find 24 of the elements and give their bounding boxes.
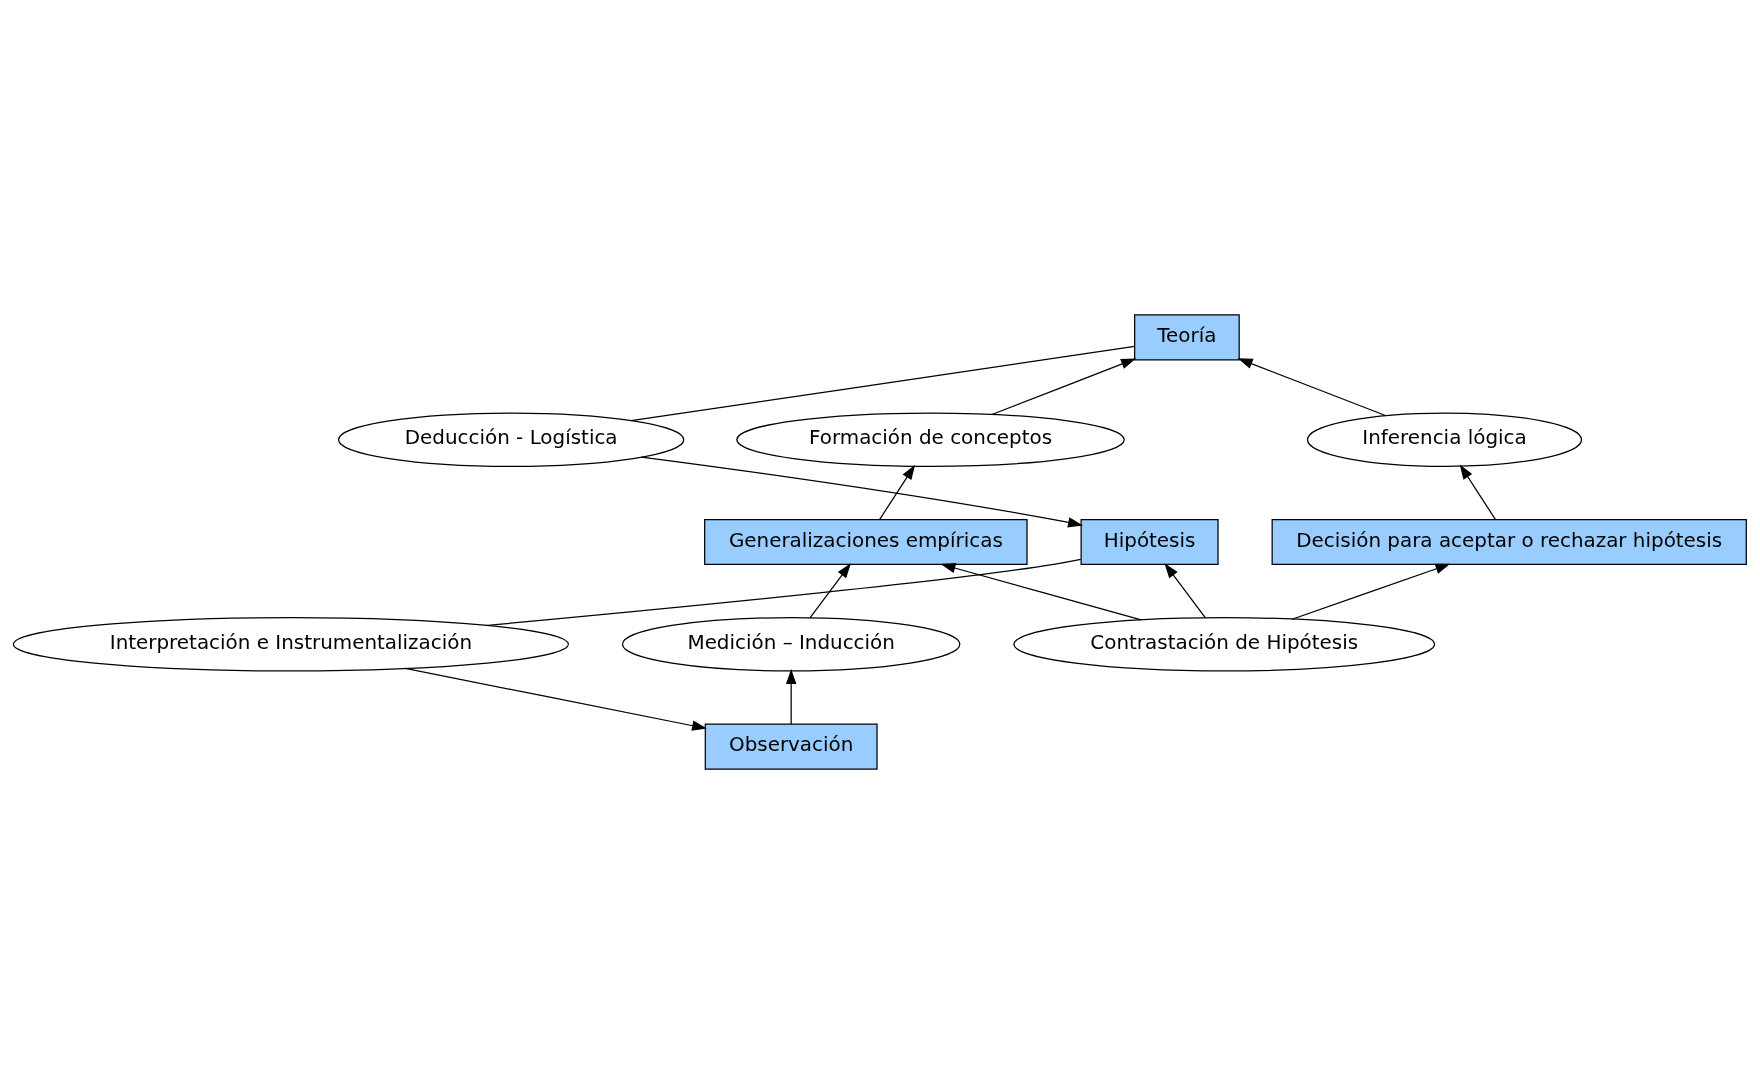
node-box: Observación (704, 723, 878, 770)
node-box: Generalizaciones empíricas (704, 518, 1028, 565)
node-ellipse: Formación de conceptos (736, 412, 1125, 467)
arrow (640, 456, 1083, 528)
node-ellipse: Interpretación e Instrumentalización (12, 617, 569, 672)
arrow (878, 464, 916, 521)
arrow (1459, 464, 1497, 521)
node-ellipse: Medición – Inducción (621, 617, 961, 672)
arrow (1164, 563, 1206, 619)
arrow (940, 563, 1142, 621)
node-ellipse: Deducción - Logística (337, 412, 685, 467)
arrow (809, 563, 851, 619)
arrow (991, 358, 1136, 416)
arrow (1237, 358, 1387, 417)
connector (630, 345, 1136, 422)
node-box: Teoría (1134, 314, 1240, 361)
arrow (1291, 563, 1451, 620)
arrow (785, 669, 797, 725)
connector (485, 558, 1082, 627)
node-box: Decisión para aceptar o rechazar hipótesis (1271, 518, 1747, 565)
node-box: Hipótesis (1080, 518, 1219, 565)
node-ellipse: Contrastación de Hipótesis (1013, 617, 1436, 672)
node-ellipse: Inferencia lógica (1306, 412, 1583, 467)
arrow (404, 667, 707, 731)
